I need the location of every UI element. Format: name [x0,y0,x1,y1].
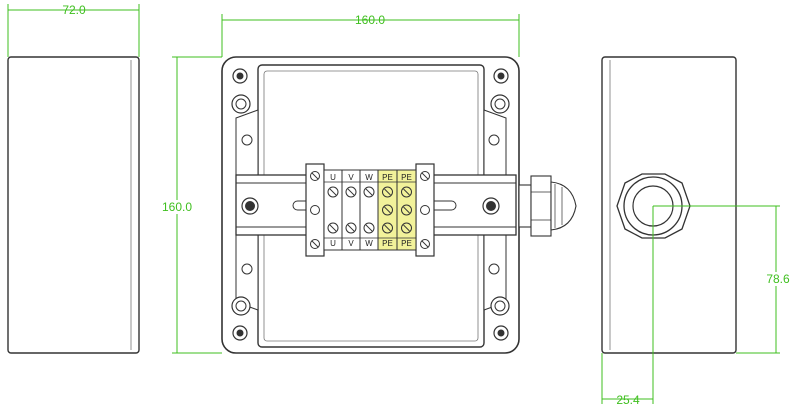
terminal-label-w-top: W [365,173,373,182]
terminal-label-w-bottom: W [365,239,373,248]
side-width-label: 72.0 [62,3,86,17]
mount-hole-top-right [490,94,510,114]
terminal-label-pe1-bottom: PE [382,239,393,248]
mount-hole-bottom-right [490,296,510,316]
front-height-dimension: 160.0 [160,56,222,354]
mount-hole-top-left [231,94,251,114]
terminal-label-pe1-top: PE [382,173,393,182]
front-width-dimension: 160.0 [221,13,520,57]
terminal-label-v-top: V [348,173,354,182]
terminal-label-v-bottom: V [348,239,354,248]
gland-height-dimension: 78.6 [653,205,794,354]
side-width-dimension: 72.0 [7,3,140,57]
front-height-label: 160.0 [162,200,192,214]
screw-top-right [493,68,509,84]
left-side-view [7,56,140,354]
gland-offset-dimension: 25.4 [601,206,654,407]
screw-bottom-right [493,325,509,341]
terminal-label-pe2-bottom: PE [401,239,412,248]
front-view: U V W PE PE U V W PE PE [221,56,577,354]
gland-offset-label: 25.4 [616,393,640,407]
terminal-label-u-bottom: U [330,239,336,248]
cable-gland-side [518,175,577,237]
screw-top-left [232,68,248,84]
right-side-view [601,56,737,354]
terminal-label-pe2-top: PE [401,173,412,182]
terminal-block: U V W PE PE U V W PE PE [305,163,435,257]
front-width-label: 160.0 [355,13,385,27]
gland-height-label: 78.6 [766,272,790,286]
screw-bottom-left [232,325,248,341]
terminal-label-u-top: U [330,173,336,182]
mount-hole-bottom-left [231,296,251,316]
